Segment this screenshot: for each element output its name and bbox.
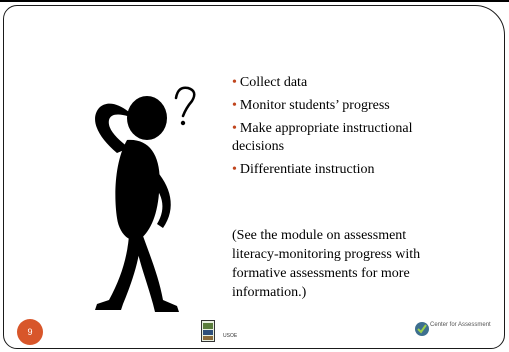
footer-label: USOE bbox=[223, 333, 238, 339]
bullet-item: •Differentiate instruction bbox=[232, 162, 375, 177]
usoe-logo-icon bbox=[201, 320, 215, 342]
bullet-dot-icon: • bbox=[232, 121, 237, 136]
page-number-badge: 9 bbox=[17, 319, 43, 345]
top-border bbox=[0, 0, 509, 2]
bullet-dot-icon: • bbox=[232, 98, 237, 113]
bullet-item: •Collect data bbox=[232, 75, 308, 90]
bullet-dot-icon: • bbox=[232, 75, 237, 90]
center-for-assessment-logo: Center for Assessment bbox=[414, 319, 491, 341]
assessment-logo-icon bbox=[415, 322, 429, 336]
center-logo-text: Center for Assessment bbox=[430, 322, 491, 328]
thinking-person-icon bbox=[95, 86, 196, 312]
bullet-item: •Monitor students’ progress bbox=[232, 98, 390, 113]
bullet-list: •Collect data •Monitor students’ progres… bbox=[232, 74, 432, 184]
module-note: (See the module on assessment literacy-m… bbox=[232, 228, 421, 300]
bullet-dot-icon: • bbox=[232, 162, 237, 177]
slide: •Collect data •Monitor students’ progres… bbox=[3, 5, 505, 349]
bullet-item: •Make appropriate instructional decision… bbox=[232, 121, 413, 154]
